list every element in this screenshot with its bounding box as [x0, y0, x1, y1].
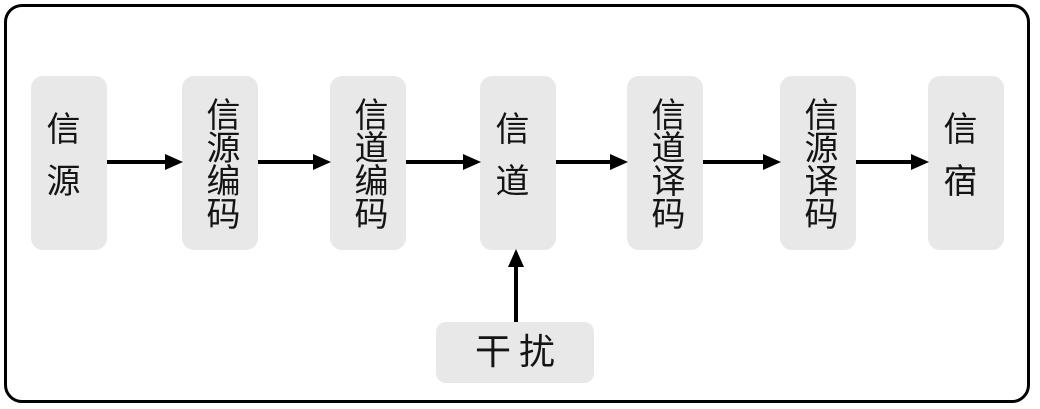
arrow-channel-to-channel-decoder [556, 154, 628, 170]
arrow-interference-to-channel [508, 249, 524, 323]
arrowhead-right-icon [463, 154, 481, 170]
arrow-shaft [703, 160, 767, 164]
interference-box: 干扰 [436, 322, 594, 383]
stage-box-source-decoder: 信源译码 [780, 76, 856, 250]
arrowhead-right-icon [313, 154, 331, 170]
arrow-shaft [258, 160, 317, 164]
stage-box-source-label: 信源 [40, 111, 80, 215]
stage-box-sink: 信宿 [928, 76, 1004, 250]
stage-box-channel-decoder-label: 信道译码 [645, 97, 685, 229]
stage-box-channel-label: 信道 [489, 111, 529, 215]
arrow-shaft [514, 265, 518, 323]
arrow-shaft [856, 160, 915, 164]
stage-box-source: 信源 [31, 76, 107, 250]
stage-box-channel-encoder: 信道编码 [330, 76, 406, 250]
arrow-source-encoder-to-channel-encoder [258, 154, 331, 170]
arrowhead-right-icon [610, 154, 628, 170]
arrow-source-to-source-encoder [107, 154, 183, 170]
stage-box-source-encoder-label: 信源编码 [200, 97, 240, 229]
stage-box-source-encoder: 信源编码 [182, 76, 258, 250]
arrow-shaft [406, 160, 467, 164]
arrow-shaft [107, 160, 169, 164]
stage-box-sink-label: 信宿 [937, 111, 977, 215]
stage-box-channel: 信道 [480, 76, 556, 250]
arrowhead-right-icon [165, 154, 183, 170]
arrow-shaft [556, 160, 614, 164]
interference-label: 干扰 [474, 331, 563, 373]
arrow-source-decoder-to-sink [856, 154, 929, 170]
arrow-channel-decoder-to-source-decoder [703, 154, 781, 170]
arrowhead-up-icon [508, 249, 524, 267]
stage-box-channel-encoder-label: 信道编码 [348, 97, 388, 229]
stage-box-source-decoder-label: 信源译码 [798, 97, 838, 229]
diagram-border-frame [4, 4, 1030, 403]
stage-box-channel-decoder: 信道译码 [627, 76, 703, 250]
arrowhead-right-icon [763, 154, 781, 170]
arrow-channel-encoder-to-channel [406, 154, 481, 170]
arrowhead-right-icon [911, 154, 929, 170]
